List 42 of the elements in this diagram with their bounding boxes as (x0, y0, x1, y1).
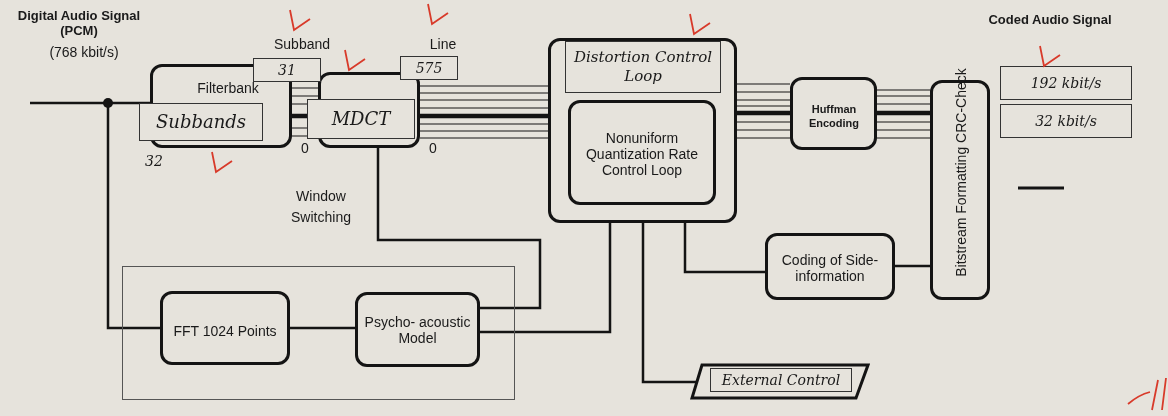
handwritten-answer: 32 kbit/s (1000, 104, 1132, 138)
connector-line (641, 223, 698, 384)
external-control-box (690, 362, 870, 400)
node-label: Nonuniform Quantization Rate Control Loop (584, 129, 700, 180)
connector-line (895, 264, 930, 268)
window-switching-label: Window Switching (290, 187, 352, 227)
connector-line (30, 101, 150, 105)
signal-bus (736, 83, 791, 139)
input-signal-label: Digital Audio Signal (PCM) (16, 8, 142, 38)
node-label: Huffman Encoding (807, 102, 861, 130)
axis-label: Subband (272, 36, 332, 52)
node-label: Psycho- acoustic Model (363, 313, 472, 348)
fft-box (160, 291, 290, 365)
scale-number: 0 (428, 140, 438, 156)
handwritten-answer: 31 (253, 58, 321, 82)
connector-line (376, 148, 542, 310)
quantization-loop-box (568, 100, 716, 205)
signal-bus (419, 85, 549, 139)
connector-line (103, 98, 160, 330)
output-signal-label: Coded Audio Signal (987, 12, 1113, 27)
connector-line (290, 326, 355, 330)
handwritten-answer: 192 kbit/s (1000, 66, 1132, 100)
distortion-control-loop-box (548, 38, 737, 223)
handwritten-answer: MDCT (307, 99, 415, 139)
huffman-encoding-box (790, 77, 877, 150)
bitrate-label: (768 kbit/s) (48, 44, 120, 60)
handwritten-answer: External Control (710, 368, 852, 392)
filterbank-label: Filterbank (196, 79, 260, 97)
connector-line (683, 223, 765, 274)
node-label: Coding of Side-information (780, 251, 880, 286)
axis-label: Line (428, 36, 458, 52)
group-frame (122, 266, 515, 400)
node-label: FFT 1024 Points (172, 322, 278, 341)
handwritten-answer: Distortion Control Loop (565, 41, 721, 93)
signal-bus (876, 89, 931, 139)
handwritten-answer: 575 (400, 56, 458, 80)
scale-number: 0 (300, 140, 310, 156)
side-information-box (765, 233, 895, 300)
handwritten-answer: Subbands (139, 103, 263, 141)
psychoacoustic-model-box (355, 292, 480, 367)
handwritten-answer: 32 (144, 152, 164, 171)
connector-line (480, 223, 612, 334)
